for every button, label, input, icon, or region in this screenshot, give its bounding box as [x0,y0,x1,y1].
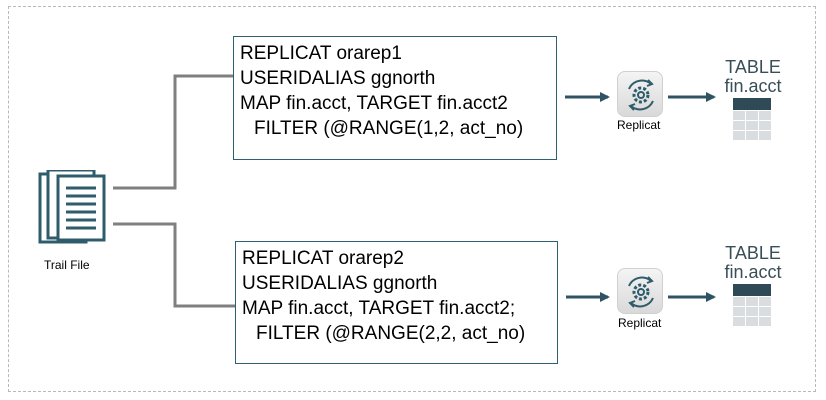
table-name-label-1: fin.acct [724,76,782,96]
table-icon [733,284,771,326]
diagram-frame [8,6,816,392]
config-line: MAP fin.acct, TARGET fin.acct2 [240,93,508,114]
replicat-label-1: Replicat [617,118,661,132]
config-line: REPLICAT orarep2 [242,248,404,269]
replicat-config-box-2: REPLICAT orarep2 USERIDALIAS ggnorth MAP… [235,241,558,364]
config-line: REPLICAT orarep1 [240,43,402,64]
replicat-config-box-1: REPLICAT orarep1 USERIDALIAS ggnorth MAP… [233,36,557,160]
trail-file-label: Trail File [44,258,90,272]
table-icon [733,98,771,140]
document-icon [38,170,106,244]
config-line: FILTER (@RANGE(1,2, act_no) [254,118,524,139]
table-name-label-2: fin.acct [724,262,782,282]
table-type-label-2: TABLE [725,243,781,263]
config-line: USERIDALIAS ggnorth [240,68,436,89]
replicat-gear-icon [617,268,663,314]
replicat-gear-icon [617,71,663,117]
table-type-label-1: TABLE [725,57,781,77]
connector-trail-to-replicat2 [113,222,235,308]
config-line: MAP fin.acct, TARGET fin.acct2; [242,298,516,319]
replicat-label-2: Replicat [618,316,662,330]
connector-trail-to-replicat1 [113,74,233,190]
config-line: FILTER (@RANGE(2,2, act_no) [256,323,526,344]
config-line: USERIDALIAS ggnorth [242,273,438,294]
